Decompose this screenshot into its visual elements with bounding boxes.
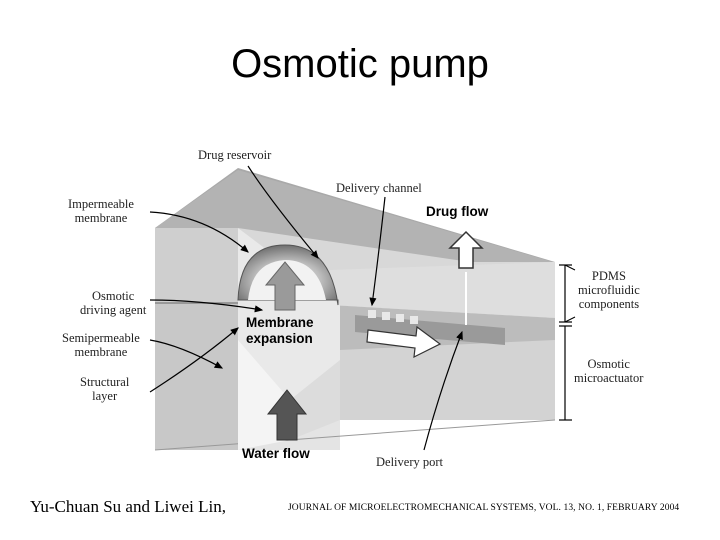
drug-reservoir-dome	[237, 244, 339, 311]
label-drug-flow: Drug flow	[426, 204, 489, 219]
drug-flow-arrow	[448, 230, 484, 269]
slide-title: Osmotic pump	[231, 42, 489, 86]
dimension-brackets	[559, 264, 576, 421]
label-delivery-port: Delivery port	[376, 455, 443, 469]
device-block	[154, 168, 556, 451]
label-membrane-expansion: Membrane expansion	[246, 315, 314, 346]
water-flow-arrow	[266, 389, 308, 441]
membrane-expansion-arrow	[264, 261, 306, 311]
footer-journal-citation: JOURNAL OF MICROELECTROMECHANICAL SYSTEM…	[288, 503, 680, 513]
channel-flow-arrow	[366, 325, 442, 359]
label-impermeable-membrane: Impermeable membrane	[68, 197, 134, 225]
label-structural-layer: Structural layer	[80, 375, 130, 403]
label-osmotic-driving-agent: Osmotic driving agent	[80, 289, 147, 317]
label-semipermeable-membrane: Semipermeable membrane	[62, 331, 140, 359]
label-drug-reservoir: Drug reservoir	[198, 148, 272, 162]
label-delivery-channel: Delivery channel	[336, 181, 422, 195]
label-pdms-components: PDMS microfluidic components	[578, 269, 640, 311]
label-osmotic-microactuator: Osmotic microactuator	[574, 357, 644, 385]
footer-authors: Yu-Chuan Su and Liwei Lin,	[30, 497, 226, 516]
leader-lines	[149, 165, 463, 451]
label-water-flow: Water flow	[242, 446, 310, 461]
actuator-layer	[155, 303, 238, 450]
